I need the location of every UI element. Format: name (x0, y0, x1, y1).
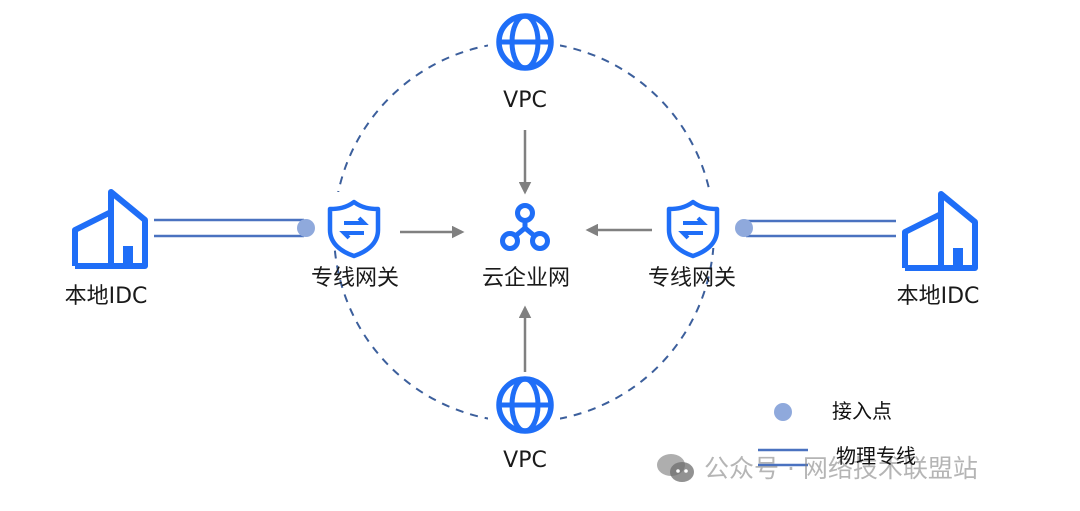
building-icon (72, 189, 148, 269)
gateway-right-label: 专线网关 (647, 266, 737, 291)
idc-right-label: 本地IDC (896, 284, 980, 309)
globe-icon (496, 376, 554, 434)
wechat-icon (657, 454, 694, 482)
gateway-left-label: 专线网关 (310, 266, 400, 291)
ccn-label: 云企业网 (481, 266, 571, 291)
vpc-bottom-label: VPC (503, 448, 547, 473)
shield-exchange-icon (666, 199, 720, 259)
shield-exchange-icon (327, 199, 381, 259)
legend-access-point-label: 接入点 (832, 399, 892, 423)
globe-icon (496, 13, 554, 71)
legend-physical-line-label: 物理专线 (836, 444, 916, 468)
physical-line-left (154, 218, 304, 238)
watermark-text: 公众号 · 网络技术联盟站 (704, 453, 978, 483)
watermark: 公众号 · 网络技术联盟站 (656, 452, 978, 484)
access-point-left (297, 219, 315, 237)
network-hub-icon (500, 203, 550, 251)
vpc-top-label: VPC (503, 88, 547, 113)
building-icon (902, 191, 978, 271)
legend-physical-line-icon (758, 448, 808, 467)
idc-left-label: 本地IDC (64, 284, 148, 309)
legend-access-point-icon (774, 403, 792, 421)
access-point-right (735, 219, 753, 237)
physical-line-right (746, 219, 896, 238)
